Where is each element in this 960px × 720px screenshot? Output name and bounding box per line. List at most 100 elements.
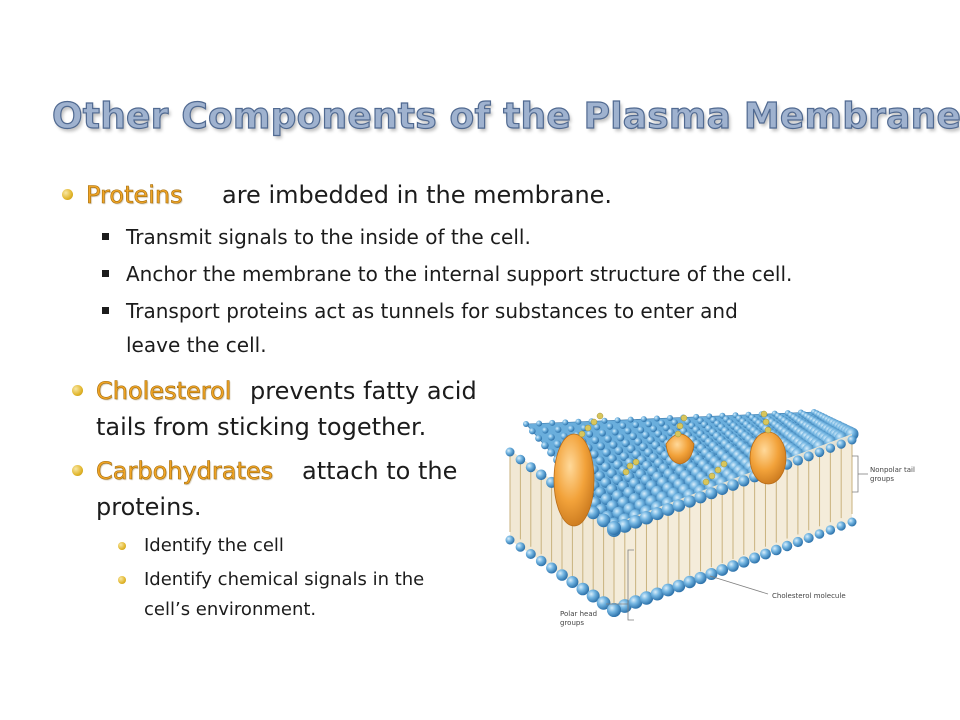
bullet-dot-icon <box>62 189 73 200</box>
cholesterol-text-line2: tails from sticking together. <box>96 413 427 441</box>
phospholipid-head <box>505 447 515 457</box>
phospholipid-head <box>672 579 686 593</box>
phospholipid-head <box>634 437 643 446</box>
phospholipid-head <box>628 595 643 609</box>
label-cholesterol: Cholesterol molecule <box>772 592 846 600</box>
subpoint-text: Transmit signals to the inside of the ce… <box>126 225 531 249</box>
phospholipid-head <box>590 450 599 459</box>
phospholipid-head <box>607 603 621 617</box>
phospholipid-head <box>591 436 600 444</box>
phospholipid-head <box>629 432 637 441</box>
phospholipid-head <box>637 426 645 434</box>
phospholipid-head <box>693 413 700 420</box>
phospholipid-head <box>536 420 543 427</box>
phospholipid-head <box>628 515 643 529</box>
phospholipid-head <box>505 535 515 545</box>
subpoint-text: Transport proteins act as tunnels for su… <box>126 299 738 323</box>
proteins-text: are imbedded in the membrane. <box>222 181 613 209</box>
phospholipid-head <box>836 521 846 531</box>
phospholipid-head <box>567 425 575 432</box>
phospholipid-head <box>694 571 707 585</box>
phospholipid-head <box>639 511 654 525</box>
membrane-tails <box>509 440 853 606</box>
carbohydrate-chains <box>578 410 772 486</box>
phospholipid-head <box>616 433 625 442</box>
phospholipid-head <box>553 440 562 448</box>
phospholipid-head <box>546 562 558 574</box>
phospholipid-head <box>515 454 526 465</box>
phospholipid-head <box>596 513 611 528</box>
phospholipid-head <box>738 475 750 487</box>
carbohydrates-keyword: Carbohydrates <box>96 457 274 486</box>
phospholipid-head <box>705 487 718 500</box>
phospholipid-head <box>609 440 618 449</box>
phospholipid-head <box>639 591 654 605</box>
proteins-keyword: Proteins <box>86 181 183 210</box>
label-polar-1: Polar head <box>560 610 597 618</box>
carbohydrates-text: attach to the <box>302 457 458 485</box>
phospholipid-head <box>549 419 556 426</box>
phospholipid-head <box>658 419 665 427</box>
carbohydrates-bullet: Carbohydrates attach to the proteins. <box>72 456 502 526</box>
cholesterol-bullet: Cholesterol prevents fatty acid tails fr… <box>72 376 502 446</box>
phospholipid-head <box>672 499 686 512</box>
phospholipid-head <box>598 429 606 437</box>
phospholipid-head <box>556 569 568 581</box>
bullet-dot-icon <box>118 576 126 584</box>
phospholipid-head <box>705 568 718 580</box>
label-nonpolar-1: Nonpolar tail <box>870 466 915 474</box>
phospholipid-head <box>683 495 696 508</box>
phospholipid-head <box>716 483 729 495</box>
bullet-dot-icon <box>118 542 126 550</box>
carbohydrates-subpoint: Identify chemical signals in the cell’s … <box>118 566 498 628</box>
phospholipid-head <box>624 427 632 435</box>
phospholipid-head <box>694 491 707 504</box>
proteins-subpoint: Anchor the membrane to the internal supp… <box>102 259 922 289</box>
subpoint-text: Anchor the membrane to the internal supp… <box>126 262 793 286</box>
phospholipid-head <box>683 575 696 589</box>
plasma-membrane-illustration: Nonpolar tail groups Polar head groups C… <box>496 372 915 627</box>
phospholipid-head <box>661 503 675 516</box>
phospholipid-head <box>667 415 673 421</box>
subpoint-text: Identify chemical signals in the <box>144 569 425 590</box>
phospholipid-head <box>596 596 611 610</box>
phospholipid-head <box>825 443 836 453</box>
phospholipid-head <box>547 433 555 441</box>
phospholipid-head <box>650 425 657 433</box>
phospholipid-head <box>606 423 614 430</box>
phospholipid-head <box>646 436 655 445</box>
phospholipid-head <box>814 447 825 458</box>
phospholipid-head <box>601 417 608 424</box>
phospholipid-head <box>760 548 771 560</box>
phospholipid-head <box>613 459 623 470</box>
phospholipid-head <box>601 462 611 472</box>
phospholipid-head <box>607 454 617 464</box>
square-bullet-icon <box>102 233 109 240</box>
bullet-dot-icon <box>72 385 83 396</box>
phospholipid-head <box>619 422 627 429</box>
bullet-dot-icon <box>72 465 83 476</box>
phospholipid-head <box>617 519 632 533</box>
phospholipid-head <box>749 552 761 564</box>
phospholipid-head <box>535 469 547 481</box>
phospholipid-head <box>716 564 729 576</box>
phospholipid-head <box>641 431 650 439</box>
phospholipid-head <box>781 540 793 552</box>
cholesterol-keyword: Cholesterol <box>96 377 232 406</box>
phospholipid-head <box>602 448 611 457</box>
subpoint-text-continued: cell’s environment. <box>144 599 317 620</box>
protein-right <box>749 431 787 485</box>
phospholipid-head <box>803 533 814 543</box>
phospholipid-head <box>621 439 630 448</box>
phospholipid-head <box>586 506 600 520</box>
phospholipid-head <box>593 423 601 431</box>
phospholipid-head <box>541 427 549 434</box>
phospholipid-head <box>547 448 556 457</box>
phospholipid-head <box>727 479 739 491</box>
phospholipid-head <box>566 576 579 588</box>
phospholipid-head <box>847 435 857 445</box>
phospholipid-head <box>614 446 624 455</box>
square-bullet-icon <box>102 307 109 314</box>
phospholipid-head <box>611 428 619 436</box>
phospholipid-head <box>792 536 803 548</box>
